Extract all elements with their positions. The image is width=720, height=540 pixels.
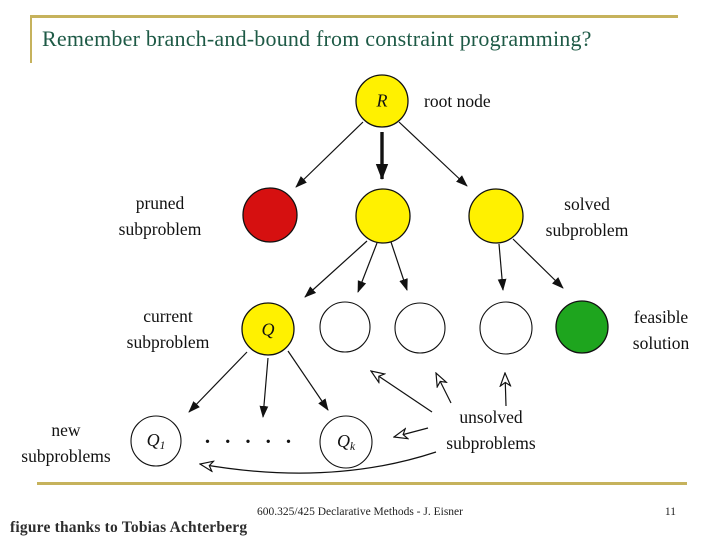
edge-current-to-q1 — [188, 351, 248, 413]
node-unsolved-2 — [394, 302, 446, 354]
pointer-unsolved-to-open2 — [436, 373, 452, 404]
qk-subscript: k — [349, 440, 356, 453]
title-left-rule — [30, 15, 32, 63]
edge-root-to-solved — [398, 121, 468, 187]
label-solved-subproblem: solved subproblem — [546, 191, 629, 243]
qk-main: Q — [336, 431, 350, 452]
label-line: subproblem — [126, 332, 210, 352]
pointer-unsolved-to-q1-curve — [200, 451, 437, 474]
node-letter-q1: Q1 — [147, 430, 166, 452]
node-qk — [319, 415, 373, 469]
edge-root-to-pruned — [295, 121, 364, 188]
tree-edges — [188, 121, 564, 418]
label-line: subproblem — [118, 219, 202, 239]
q1-main: Q — [146, 430, 160, 451]
node-unsolved-3 — [479, 301, 533, 355]
node-letter-root: R — [376, 90, 388, 111]
edge-current-to-dots — [259, 357, 269, 418]
footer-course-text: 600.325/425 Declarative Methods - J. Eis… — [257, 506, 463, 518]
label-line: feasible — [633, 307, 689, 327]
node-current-subproblem — [241, 302, 295, 356]
edge-current-to-qk — [287, 350, 329, 411]
pointer-unsolved-to-qk — [394, 428, 429, 437]
label-line: new — [51, 420, 81, 440]
q1-subscript: 1 — [159, 439, 166, 452]
label-line: subproblems — [21, 446, 111, 466]
label-line: pruned — [135, 193, 185, 213]
unsolved-pointer-edges — [200, 371, 506, 474]
edge-mid-to-current — [304, 240, 368, 298]
pointer-unsolved-to-open3 — [505, 373, 506, 407]
title-top-rule — [30, 15, 678, 18]
node-letter-qk: Qk — [337, 431, 355, 453]
slide-title: Remember branch-and-bound from constrain… — [42, 26, 592, 51]
label-line: unsolved — [459, 407, 523, 427]
node-letter-current: Q — [261, 319, 275, 340]
pointer-unsolved-to-open1 — [371, 371, 433, 413]
label-pruned-subproblem: pruned subproblem — [119, 190, 202, 242]
label-current-subproblem: current subproblem — [127, 303, 210, 355]
node-pruned-subproblem — [242, 187, 298, 243]
label-line: subproblems — [446, 433, 536, 453]
node-q1 — [130, 415, 182, 467]
label-line: subproblem — [545, 220, 629, 240]
label-new-subproblems: new subproblems — [21, 417, 110, 469]
node-root — [355, 74, 409, 128]
ellipsis-dots: · · · · · — [203, 429, 297, 454]
node-feasible-solution — [555, 300, 609, 354]
edge-mid-to-open2 — [390, 241, 408, 291]
label-line: current — [143, 306, 193, 326]
footer-page-number: 11 — [664, 506, 676, 518]
label-unsolved-subproblems: unsolved subproblems — [446, 404, 535, 456]
label-feasible-solution: feasible solution — [633, 304, 689, 356]
node-unsolved-1 — [319, 301, 371, 353]
edge-solved-to-feasible — [512, 238, 564, 289]
node-mid-subproblem — [355, 188, 411, 244]
footer-rule — [37, 482, 687, 485]
label-line: solved — [564, 194, 610, 214]
node-solved-subproblem — [468, 188, 524, 244]
label-line: solution — [632, 333, 690, 353]
edge-solved-to-open3 — [497, 243, 507, 291]
edge-mid-to-open1 — [357, 242, 378, 293]
tree-nodes — [130, 74, 609, 469]
label-root-node: root node — [424, 91, 491, 111]
footer-figure-credit: figure thanks to Tobias Achterberg — [10, 519, 248, 536]
